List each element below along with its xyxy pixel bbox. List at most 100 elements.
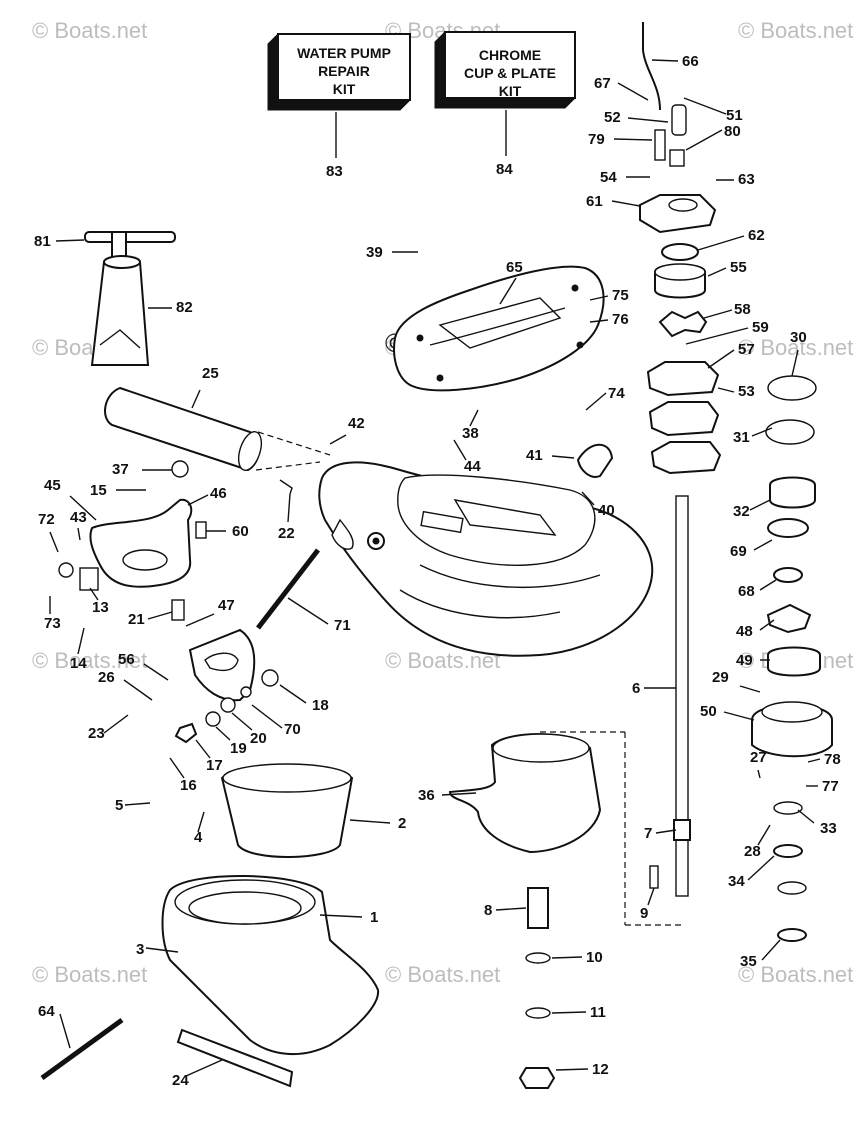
lever-plate-part-70 xyxy=(188,628,256,702)
part-label-54: 54 xyxy=(600,169,617,186)
leader-line-46 xyxy=(187,494,209,506)
leader-line-4 xyxy=(197,811,205,833)
leader-line-80 xyxy=(685,129,723,151)
part-label-43: 43 xyxy=(70,509,87,526)
leader-line-74 xyxy=(585,392,607,411)
drive-shaft-part-6 xyxy=(673,495,691,897)
part-label-12: 12 xyxy=(592,1061,609,1078)
leader-line-72 xyxy=(49,531,59,553)
part-label-72: 72 xyxy=(38,511,55,528)
leader-line-26 xyxy=(123,679,153,701)
part-label-56: 56 xyxy=(118,651,135,668)
leader-line-18 xyxy=(279,684,307,704)
part-label-67: 67 xyxy=(594,75,611,92)
leader-line-65 xyxy=(499,277,517,305)
part-label-58: 58 xyxy=(734,301,751,318)
part-label-29: 29 xyxy=(712,669,729,686)
part-label-32: 32 xyxy=(733,503,750,520)
leader-line-10 xyxy=(551,956,583,959)
part-label-69: 69 xyxy=(730,543,747,560)
part-label-38: 38 xyxy=(462,425,479,442)
kit-84-line-1: CHROME xyxy=(479,47,541,63)
leader-line-36 xyxy=(441,792,477,796)
leader-line-20 xyxy=(231,712,253,731)
leader-line-3 xyxy=(145,947,179,953)
watermark-text: © Boats.net xyxy=(738,335,853,360)
kit-84-line-3: KIT xyxy=(499,83,522,99)
part-label-61: 61 xyxy=(586,193,603,210)
part-label-24: 24 xyxy=(172,1072,189,1089)
part-label-39: 39 xyxy=(366,244,383,261)
leader-line-59 xyxy=(685,327,749,345)
part-label-20: 20 xyxy=(250,730,267,747)
leader-line-9 xyxy=(647,887,655,906)
part-label-75: 75 xyxy=(612,287,629,304)
part-label-25: 25 xyxy=(202,365,219,382)
leader-line-56 xyxy=(143,663,169,681)
leader-line-47 xyxy=(185,613,215,627)
part-label-31: 31 xyxy=(733,429,750,446)
part-label-26: 26 xyxy=(98,669,115,686)
part-label-83: 83 xyxy=(326,163,343,180)
part-label-78: 78 xyxy=(824,751,841,768)
part-label-71: 71 xyxy=(334,617,351,634)
leader-line-51 xyxy=(683,97,727,115)
part-label-63: 63 xyxy=(738,171,755,188)
part-label-8: 8 xyxy=(484,902,492,919)
leader-line-8 xyxy=(495,907,527,911)
leader-line-22 xyxy=(287,493,291,523)
part-label-42: 42 xyxy=(348,415,365,432)
leader-line-34 xyxy=(747,855,775,881)
part-label-52: 52 xyxy=(604,109,621,126)
bracket-part-46 xyxy=(89,498,193,588)
leader-line-66 xyxy=(651,59,679,62)
part-label-50: 50 xyxy=(700,703,717,720)
part-label-46: 46 xyxy=(210,485,227,502)
part-label-49: 49 xyxy=(736,652,753,669)
part-label-44: 44 xyxy=(464,458,481,475)
leader-line-71 xyxy=(287,597,329,625)
part-label-5: 5 xyxy=(115,797,123,814)
part-label-41: 41 xyxy=(526,447,543,464)
leader-line-40 xyxy=(581,491,595,506)
part-label-13: 13 xyxy=(92,599,109,616)
intake-part-1 xyxy=(161,874,380,1056)
leader-line-62 xyxy=(697,235,745,251)
leader-line-19 xyxy=(215,726,231,741)
grease-tube-part-82 xyxy=(84,231,176,366)
part-label-82: 82 xyxy=(176,299,193,316)
part-label-40: 40 xyxy=(598,502,615,519)
leader-line-78 xyxy=(807,758,821,763)
kit-84-line-2: CUP & PLATE xyxy=(464,65,556,81)
part-label-64: 64 xyxy=(38,1003,55,1020)
part-label-73: 73 xyxy=(44,615,61,632)
leader-line-48 xyxy=(759,619,775,631)
part-label-35: 35 xyxy=(740,953,757,970)
small-hardware xyxy=(58,443,659,1089)
watermark-text: © Boats.net xyxy=(32,962,147,987)
leader-line-7 xyxy=(655,829,677,834)
part-label-48: 48 xyxy=(736,623,753,640)
leader-line-28 xyxy=(757,824,771,846)
part-label-60: 60 xyxy=(232,523,249,540)
leader-line-45 xyxy=(69,495,97,521)
leader-line-43 xyxy=(77,527,81,541)
pump-stack xyxy=(639,22,833,942)
kit-83-line-3: KIT xyxy=(333,81,356,97)
part-label-22: 22 xyxy=(278,525,295,542)
leader-line-69 xyxy=(753,539,773,551)
part-label-81: 81 xyxy=(34,233,51,250)
part-label-62: 62 xyxy=(748,227,765,244)
part-label-45: 45 xyxy=(44,477,61,494)
impeller-part-36 xyxy=(448,731,685,926)
leader-line-64 xyxy=(59,1013,71,1049)
leader-line-31 xyxy=(751,427,773,437)
part-label-28: 28 xyxy=(744,843,761,860)
part-label-77: 77 xyxy=(822,778,839,795)
leader-line-68 xyxy=(759,579,777,591)
leader-line-75 xyxy=(589,295,609,301)
part-label-10: 10 xyxy=(586,949,603,966)
leader-line-33 xyxy=(797,809,815,824)
watermark-text: © Boats.net xyxy=(738,962,853,987)
part-label-53: 53 xyxy=(738,383,755,400)
